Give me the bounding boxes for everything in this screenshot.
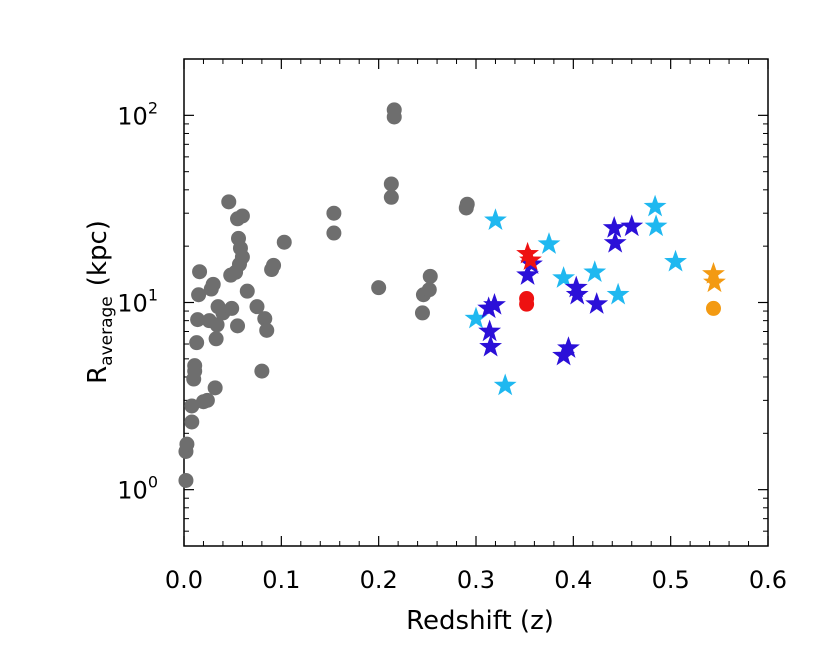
y-tick-label: 102 [117, 98, 158, 130]
data-point-star [483, 292, 506, 315]
data-point-star [703, 270, 726, 293]
svg-text:Raverage(kpc): Raverage (kpc) [83, 220, 117, 384]
data-point-star [464, 306, 488, 329]
data-point-circle [383, 189, 399, 205]
data-point-circle [705, 300, 721, 316]
data-point-circle [190, 312, 206, 328]
y-axis-label-unit: (kpc) [83, 220, 113, 286]
y-tick-label: 101 [117, 286, 158, 318]
data-point-star [484, 208, 507, 230]
data-point-circle [224, 300, 240, 316]
data-point-circle [276, 234, 292, 250]
data-point-circle [326, 225, 342, 241]
data-point-circle [326, 205, 342, 221]
data-point-star [516, 263, 539, 285]
data-point-circle [230, 318, 246, 334]
x-tick-label: 0.3 [457, 566, 495, 594]
data-point-circle [266, 257, 282, 273]
data-point-circle [221, 194, 237, 210]
data-point-circle [199, 392, 215, 408]
plot-frame [183, 58, 769, 547]
data-point-circle [187, 358, 203, 374]
data-point-star [479, 334, 503, 357]
data-point-star [557, 336, 580, 358]
data-point-circle [205, 276, 221, 292]
x-tick-label: 0.4 [554, 566, 592, 594]
data-point-circle [234, 208, 250, 224]
data-point-circle [259, 322, 275, 338]
data-point-star [603, 230, 627, 253]
data-point-circle [254, 363, 270, 379]
data-point-star [552, 266, 576, 288]
data-point-circle [184, 398, 200, 414]
x-tick-label: 0.1 [262, 566, 300, 594]
data-point-circle [414, 305, 430, 321]
x-tick-label: 0.5 [652, 566, 690, 594]
data-point-star [664, 249, 687, 272]
y-axis-label-main: R [83, 366, 113, 384]
data-point-circle [383, 176, 399, 192]
data-point-circle [209, 317, 225, 333]
data-point-circle [519, 296, 535, 312]
data-point-circle [191, 287, 207, 303]
axis-ticks [183, 58, 769, 547]
data-point-circle [184, 414, 200, 430]
data-point-circle [189, 335, 205, 351]
data-point-star [537, 232, 561, 254]
data-point-star [477, 296, 501, 319]
data-point-star [620, 214, 644, 237]
data-point-star [702, 262, 725, 284]
data-point-circle [179, 436, 195, 452]
data-point-circle [192, 264, 208, 280]
data-point-star [493, 373, 517, 396]
data-point-star [585, 292, 609, 314]
data-point-star [602, 216, 626, 238]
data-point-circle [422, 268, 438, 284]
data-point-circle [386, 102, 402, 118]
x-tick-label: 0.2 [360, 566, 398, 594]
data-point-star [478, 319, 502, 342]
data-point-circle [257, 311, 273, 327]
data-point-star [643, 194, 667, 217]
data-point-star [519, 248, 542, 271]
y-axis-label: Raverage (kpc) [83, 220, 117, 384]
data-point-circle [234, 249, 250, 265]
data-point-circle [207, 380, 223, 396]
data-point-circle [459, 196, 475, 212]
x-axis-label: Redshift (z) [406, 606, 554, 636]
data-point-star [644, 214, 668, 237]
data-point-circle [371, 280, 387, 296]
data-point-circle [178, 472, 194, 488]
data-point-star [565, 282, 589, 305]
x-tick-label: 0.0 [165, 566, 203, 594]
data-point-circle [239, 283, 255, 299]
data-points [178, 102, 726, 488]
data-point-star [516, 241, 539, 264]
y-axis-label-sub: average [97, 296, 117, 366]
data-point-circle [249, 299, 265, 315]
axis-tick-labels: 0.0 0.1 0.2 0.3 0.4 0.5 0.6 100 101 102 [117, 98, 787, 594]
data-point-circle [421, 282, 437, 298]
y-tick-label: 100 [117, 473, 158, 505]
data-point-star [606, 282, 630, 305]
data-point-star [583, 260, 607, 283]
data-point-circle [208, 331, 224, 347]
x-tick-label: 0.6 [749, 566, 787, 594]
